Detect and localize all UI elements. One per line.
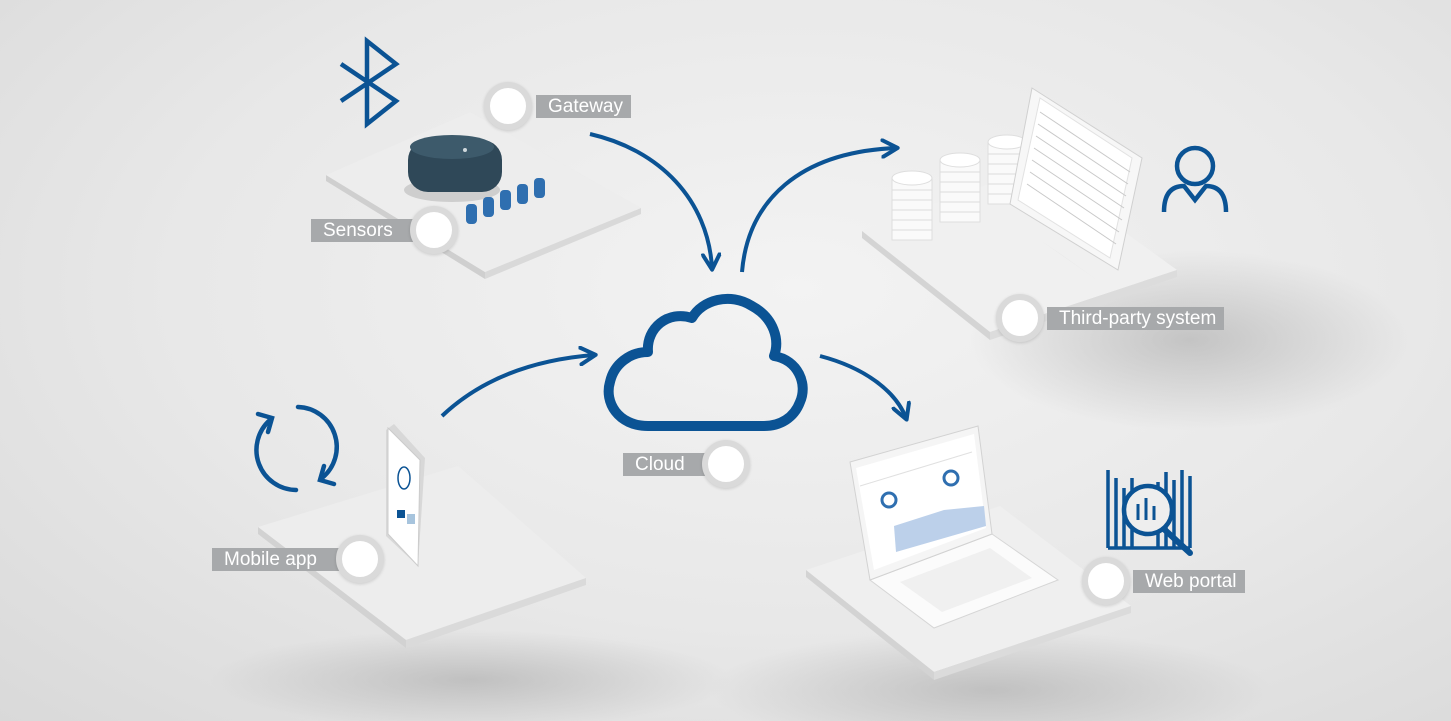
smartphone xyxy=(386,424,425,568)
cloud-icon xyxy=(603,293,808,431)
gateway-device xyxy=(404,135,502,202)
sensors-label: Sensors xyxy=(311,219,433,242)
sensors-hotspot[interactable] xyxy=(410,206,458,254)
arrow-cloud-to-web-portal xyxy=(819,354,906,418)
platform-shadow xyxy=(710,630,1270,721)
analytics-search-icon xyxy=(1106,470,1193,556)
arrow-cloud-to-third-party xyxy=(740,148,896,273)
arrow-gateway-to-cloud xyxy=(589,132,712,268)
sensor-devices xyxy=(466,178,545,224)
sync-icon xyxy=(254,404,339,493)
user-icon xyxy=(1161,145,1229,213)
cloud-hotspot[interactable] xyxy=(702,440,750,488)
web-portal-hotspot[interactable] xyxy=(1082,557,1130,605)
third-party-system-hotspot[interactable] xyxy=(996,294,1044,342)
mobile-app-label: Mobile app xyxy=(212,548,343,571)
gateway-label: Gateway xyxy=(536,95,631,118)
web-portal-label: Web portal xyxy=(1133,570,1245,593)
arrow-mobile-to-cloud xyxy=(440,355,594,418)
server-stacks xyxy=(891,134,1027,241)
third-party-system-label: Third-party system xyxy=(1047,307,1225,330)
monitor xyxy=(1009,87,1143,282)
mobile-app-hotspot[interactable] xyxy=(336,535,384,583)
gateway-hotspot[interactable] xyxy=(484,82,532,130)
cloud-label: Cloud xyxy=(623,453,713,476)
bluetooth-icon xyxy=(339,36,400,129)
laptop xyxy=(849,425,1060,629)
platform-shadow xyxy=(210,630,730,721)
